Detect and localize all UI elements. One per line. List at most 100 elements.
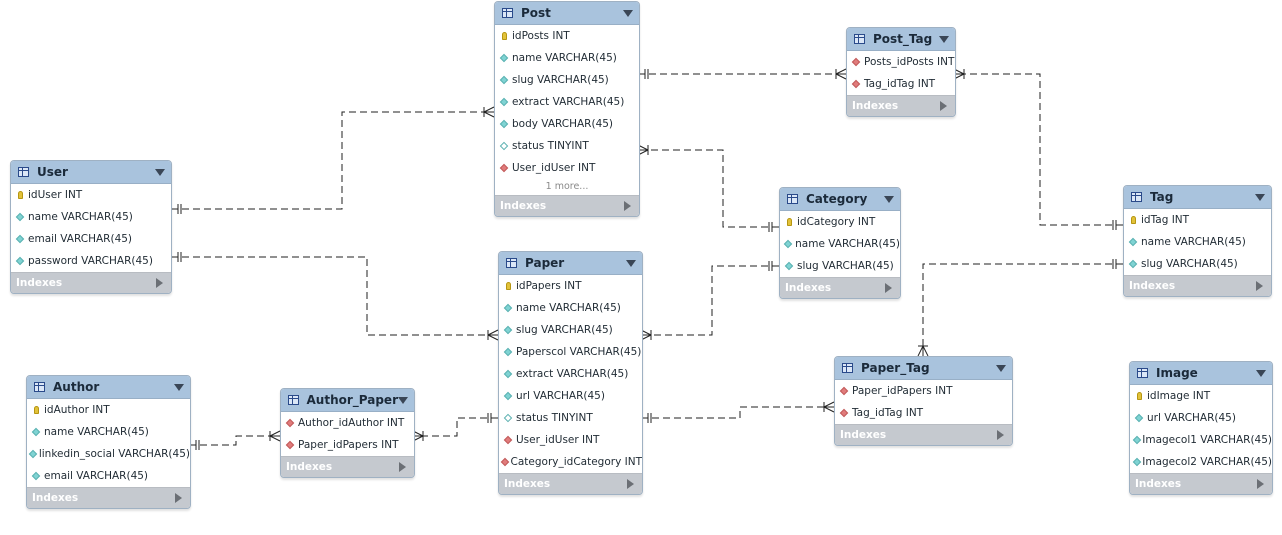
rel-post-posttag[interactable] — [638, 68, 847, 80]
column-row[interactable]: url VARCHAR(45) — [1130, 407, 1272, 429]
table-header[interactable]: Paper — [499, 252, 642, 275]
column-row[interactable]: idUser INT — [11, 184, 171, 206]
chevron-down-icon[interactable] — [174, 383, 184, 391]
column-row[interactable]: User_idUser INT — [495, 157, 639, 179]
table-header[interactable]: Image — [1130, 362, 1272, 385]
column-row[interactable]: name VARCHAR(45) — [1124, 231, 1271, 253]
column-row[interactable]: User_idUser INT — [499, 429, 642, 451]
rel-category-paper[interactable] — [640, 261, 779, 341]
column-row[interactable]: slug VARCHAR(45) — [1124, 253, 1271, 275]
column-row[interactable]: Imagecol1 VARCHAR(45) — [1130, 429, 1272, 451]
chevron-down-icon[interactable] — [884, 195, 894, 203]
column-row[interactable]: extract VARCHAR(45) — [495, 91, 639, 113]
column-row[interactable]: name VARCHAR(45) — [27, 421, 190, 443]
rel-paper-authorpaper[interactable] — [412, 413, 498, 442]
chevron-down-icon[interactable] — [155, 168, 165, 176]
indexes-section[interactable]: Indexes — [11, 272, 171, 293]
column-row[interactable]: idAuthor INT — [27, 399, 190, 421]
chevron-down-icon[interactable] — [623, 9, 633, 17]
table-header[interactable]: Tag — [1124, 186, 1271, 209]
column-row[interactable]: email VARCHAR(45) — [27, 465, 190, 487]
expand-arrow-icon[interactable] — [1256, 281, 1263, 291]
chevron-down-icon[interactable] — [996, 364, 1006, 372]
indexes-section[interactable]: Indexes — [281, 456, 414, 477]
table-header[interactable]: Category — [780, 188, 900, 211]
column-row[interactable]: name VARCHAR(45) — [495, 47, 639, 69]
indexes-section[interactable]: Indexes — [835, 424, 1012, 445]
column-row[interactable]: idTag INT — [1124, 209, 1271, 231]
rel-author-authorpaper[interactable] — [189, 430, 281, 450]
indexes-section[interactable]: Indexes — [780, 277, 900, 298]
column-row[interactable]: name VARCHAR(45) — [499, 297, 642, 319]
expand-arrow-icon[interactable] — [627, 479, 634, 489]
column-row[interactable]: Author_idAuthor INT — [281, 412, 414, 434]
table-header[interactable]: Paper_Tag — [835, 357, 1012, 380]
column-row[interactable]: idImage INT — [1130, 385, 1272, 407]
chevron-down-icon[interactable] — [626, 259, 636, 267]
column-row[interactable]: Tag_idTag INT — [835, 402, 1012, 424]
chevron-down-icon[interactable] — [939, 35, 949, 43]
column-row[interactable]: status TINYINT — [495, 135, 639, 157]
indexes-section[interactable]: Indexes — [1130, 473, 1272, 494]
column-row[interactable]: body VARCHAR(45) — [495, 113, 639, 135]
expand-arrow-icon[interactable] — [175, 493, 182, 503]
column-row[interactable]: Paper_idPapers INT — [281, 434, 414, 456]
column-row[interactable]: idCategory INT — [780, 211, 900, 233]
column-row[interactable]: Posts_idPosts INT — [847, 51, 955, 73]
expand-arrow-icon[interactable] — [940, 101, 947, 111]
rel-category-post[interactable] — [637, 144, 779, 232]
chevron-down-icon[interactable] — [398, 396, 408, 404]
column-row[interactable]: slug VARCHAR(45) — [780, 255, 900, 277]
rel-user-post[interactable] — [171, 106, 495, 214]
column-row[interactable]: password VARCHAR(45) — [11, 250, 171, 272]
column-row[interactable]: url VARCHAR(45) — [499, 385, 642, 407]
column-row[interactable]: extract VARCHAR(45) — [499, 363, 642, 385]
column-row[interactable]: idPosts INT — [495, 25, 639, 47]
table-header[interactable]: Author_Paper — [281, 389, 414, 412]
expand-arrow-icon[interactable] — [624, 201, 631, 211]
table-header[interactable]: Author — [27, 376, 190, 399]
column-row[interactable]: email VARCHAR(45) — [11, 228, 171, 250]
indexes-section[interactable]: Indexes — [847, 95, 955, 116]
expand-arrow-icon[interactable] — [156, 278, 163, 288]
column-row[interactable]: slug VARCHAR(45) — [499, 319, 642, 341]
column-row[interactable]: linkedin_social VARCHAR(45) — [27, 443, 190, 465]
column-row[interactable]: name VARCHAR(45) — [11, 206, 171, 228]
column-row[interactable]: Imagecol2 VARCHAR(45) — [1130, 451, 1272, 473]
table-header[interactable]: Post_Tag — [847, 28, 955, 51]
expand-arrow-icon[interactable] — [885, 283, 892, 293]
column-row[interactable]: Tag_idTag INT — [847, 73, 955, 95]
rel-paper-papertag[interactable] — [641, 401, 835, 423]
expand-arrow-icon[interactable] — [1257, 479, 1264, 489]
indexes-section[interactable]: Indexes — [499, 473, 642, 494]
rel-tag-posttag[interactable] — [953, 68, 1123, 230]
column-row[interactable]: name VARCHAR(45) — [780, 233, 900, 255]
column-row[interactable]: slug VARCHAR(45) — [495, 69, 639, 91]
column-row[interactable]: Paperscol VARCHAR(45) — [499, 341, 642, 363]
expand-arrow-icon[interactable] — [997, 430, 1004, 440]
column-row[interactable]: status TINYINT — [499, 407, 642, 429]
table-header[interactable]: User — [11, 161, 171, 184]
more-columns-link[interactable]: 1 more... — [545, 181, 589, 192]
column-row[interactable]: idPapers INT — [499, 275, 642, 297]
chevron-down-icon[interactable] — [1256, 369, 1266, 377]
indexes-section[interactable]: Indexes — [495, 195, 639, 216]
chevron-down-icon[interactable] — [1255, 193, 1265, 201]
rel-tag-papertag[interactable] — [917, 259, 1123, 357]
indexes-section[interactable]: Indexes — [1124, 275, 1271, 296]
expand-arrow-icon[interactable] — [399, 462, 406, 472]
rel-user-paper[interactable] — [171, 252, 499, 341]
column-row[interactable]: Paper_idPapers INT — [835, 380, 1012, 402]
column-row[interactable]: Category_idCategory INT — [499, 451, 642, 473]
indexes-section[interactable]: Indexes — [27, 487, 190, 508]
